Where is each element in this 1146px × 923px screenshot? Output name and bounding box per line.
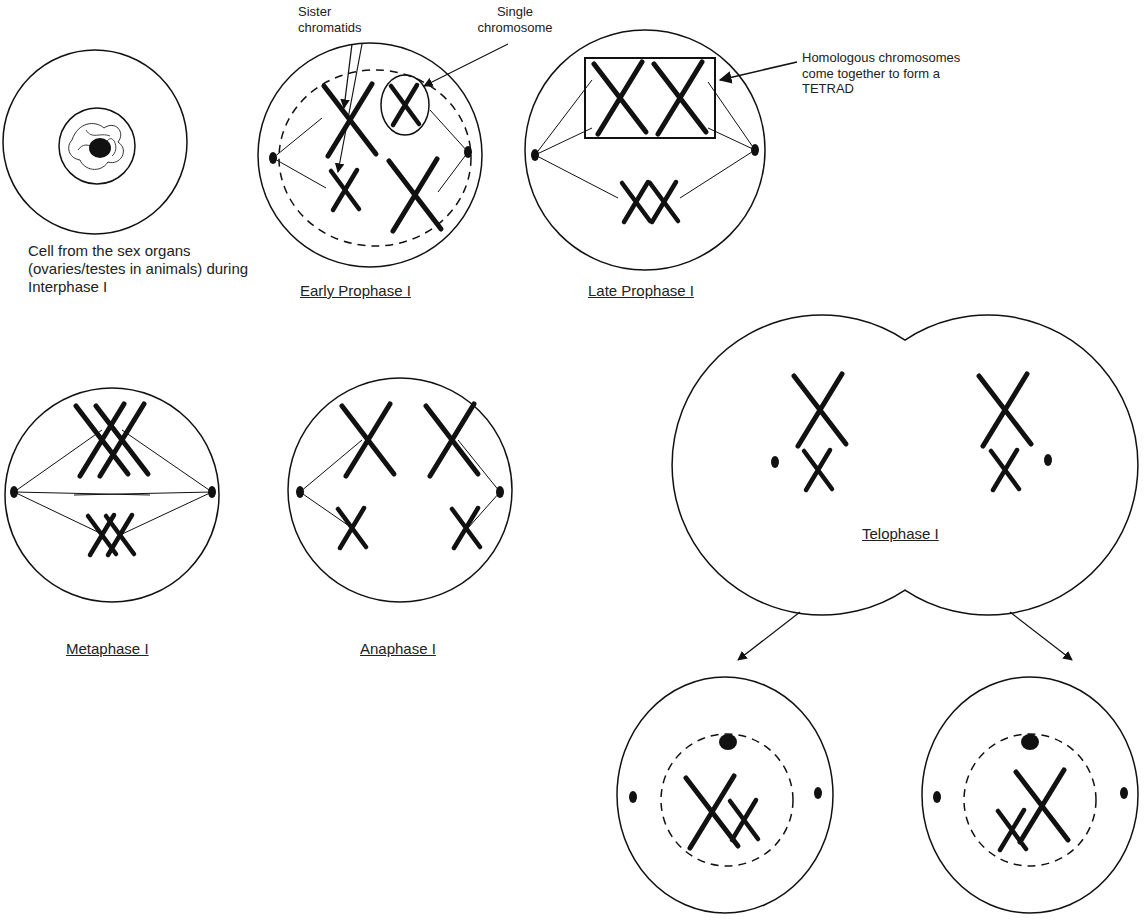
stage-label: Late Prophase I: [588, 282, 748, 300]
stage-label: Telophase I: [862, 525, 982, 543]
telophase-cell: [672, 315, 1138, 660]
metaphase-cell: [5, 388, 219, 602]
stage-label: Early Prophase I: [300, 282, 460, 300]
late-prophase-cell: [525, 30, 765, 270]
early-prophase-cell: [258, 43, 482, 267]
daughter-cell: [617, 677, 833, 913]
anaphase-cell: [288, 378, 512, 602]
stage-label: Metaphase I: [66, 640, 206, 658]
cell-caption: Cell from the sex organs (ovaries/testes…: [28, 242, 263, 296]
interphase-cell: [3, 50, 187, 234]
daughter-cell: [922, 677, 1138, 913]
stage-label: Anaphase I: [360, 640, 500, 658]
callout-label: Sister chromatids: [298, 4, 378, 35]
leader-arrow: [338, 44, 797, 172]
callout-label: Single chromosome: [470, 4, 560, 35]
callout-label: Homologous chromosomes come together to …: [802, 50, 967, 97]
